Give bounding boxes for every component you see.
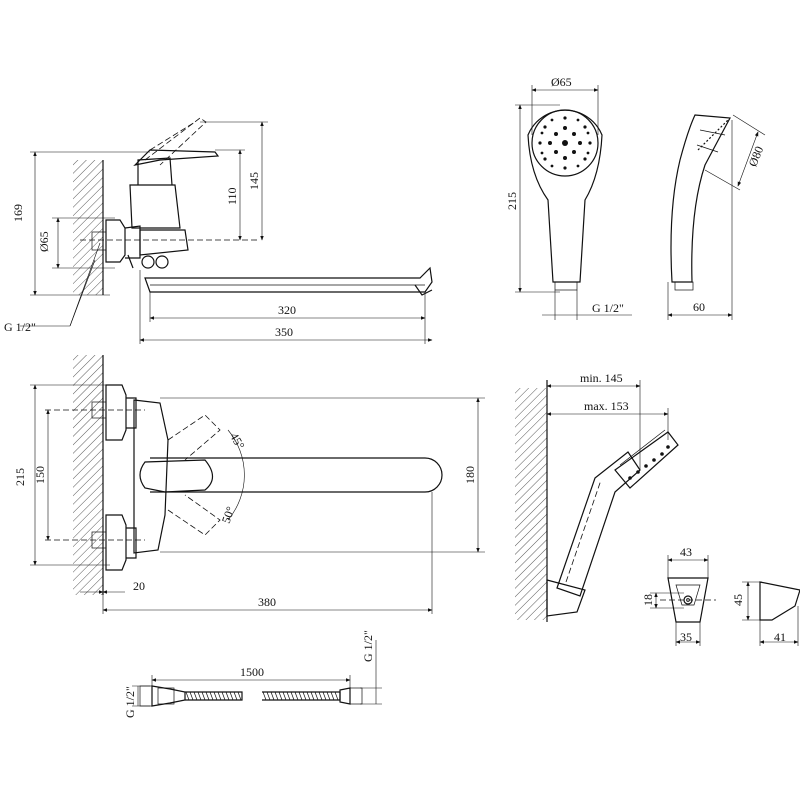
- dim-hose-length: 1500: [240, 665, 264, 679]
- hose-braid-right: [262, 691, 339, 701]
- thread-label-front: G 1/2": [4, 320, 36, 334]
- spray-nozzles: [538, 116, 592, 170]
- dim-169: 169: [11, 204, 25, 222]
- dim-150: 150: [33, 466, 47, 484]
- front-view: 169 Ø65 110 145 320 350 G 1/2": [4, 117, 433, 344]
- wall-section-top: [73, 355, 103, 595]
- head-side-outline: [670, 114, 731, 283]
- dim-110: 110: [225, 187, 239, 205]
- bracket-side: 45 41: [731, 581, 800, 646]
- spout-top: [150, 457, 443, 493]
- diverter-knob: [141, 255, 155, 269]
- dim-180: 180: [463, 466, 477, 484]
- angle-45: 45°: [227, 430, 248, 452]
- dim-350: 350: [275, 325, 293, 339]
- wall-bracket: [546, 579, 586, 617]
- dim-head-side-width: 60: [693, 300, 705, 314]
- wall-section-holder: [515, 388, 547, 620]
- hose-right-nut: [349, 687, 363, 705]
- dim-380: 380: [258, 595, 276, 609]
- dim-145: 145: [247, 172, 261, 190]
- dim-max: max. 153: [584, 399, 629, 413]
- top-view: 45° 50° 215 150 180 20 380: [13, 355, 485, 614]
- dim-head-length: 215: [505, 192, 519, 210]
- dim-head-diam: Ø65: [551, 75, 572, 89]
- dim-bracket-35: 35: [680, 630, 692, 644]
- wall-holder-view: min. 145 max. 153: [515, 371, 679, 622]
- dim-bracket-45: 45: [731, 594, 745, 606]
- dim-head-side-diam: Ø80: [746, 144, 767, 168]
- thread-label-head: G 1/2": [592, 301, 624, 315]
- wall-section: [73, 160, 103, 295]
- dim-215-top: 215: [13, 468, 27, 486]
- shower-head-front: Ø65 215 G 1/2": [505, 75, 632, 320]
- hose-braid-left: [185, 691, 242, 701]
- thread-label-hose-right: G 1/2": [361, 630, 375, 662]
- mixer-body: [133, 399, 169, 554]
- angle-50: 50°: [219, 504, 238, 525]
- dim-bracket-41: 41: [774, 630, 786, 644]
- bracket-side-outline: [759, 581, 800, 621]
- thread-label-hose-left: G 1/2": [123, 686, 137, 718]
- dim-20: 20: [133, 579, 145, 593]
- hose-left-nut: [139, 685, 153, 707]
- dim-bracket-43: 43: [680, 545, 692, 559]
- shower-handle: [556, 451, 641, 597]
- dim-bracket-18: 18: [641, 594, 655, 606]
- shower-head-outline: [527, 109, 603, 283]
- lever-handle: [133, 149, 220, 166]
- hose: 1500 G 1/2" G 1/2": [123, 630, 382, 718]
- dim-diam-65: Ø65: [37, 231, 51, 252]
- spout: [144, 266, 433, 293]
- bracket-front: 43 18 35: [641, 545, 716, 646]
- dim-min: min. 145: [580, 371, 623, 385]
- dim-320: 320: [278, 303, 296, 317]
- shower-head-side: Ø80 60: [667, 114, 767, 320]
